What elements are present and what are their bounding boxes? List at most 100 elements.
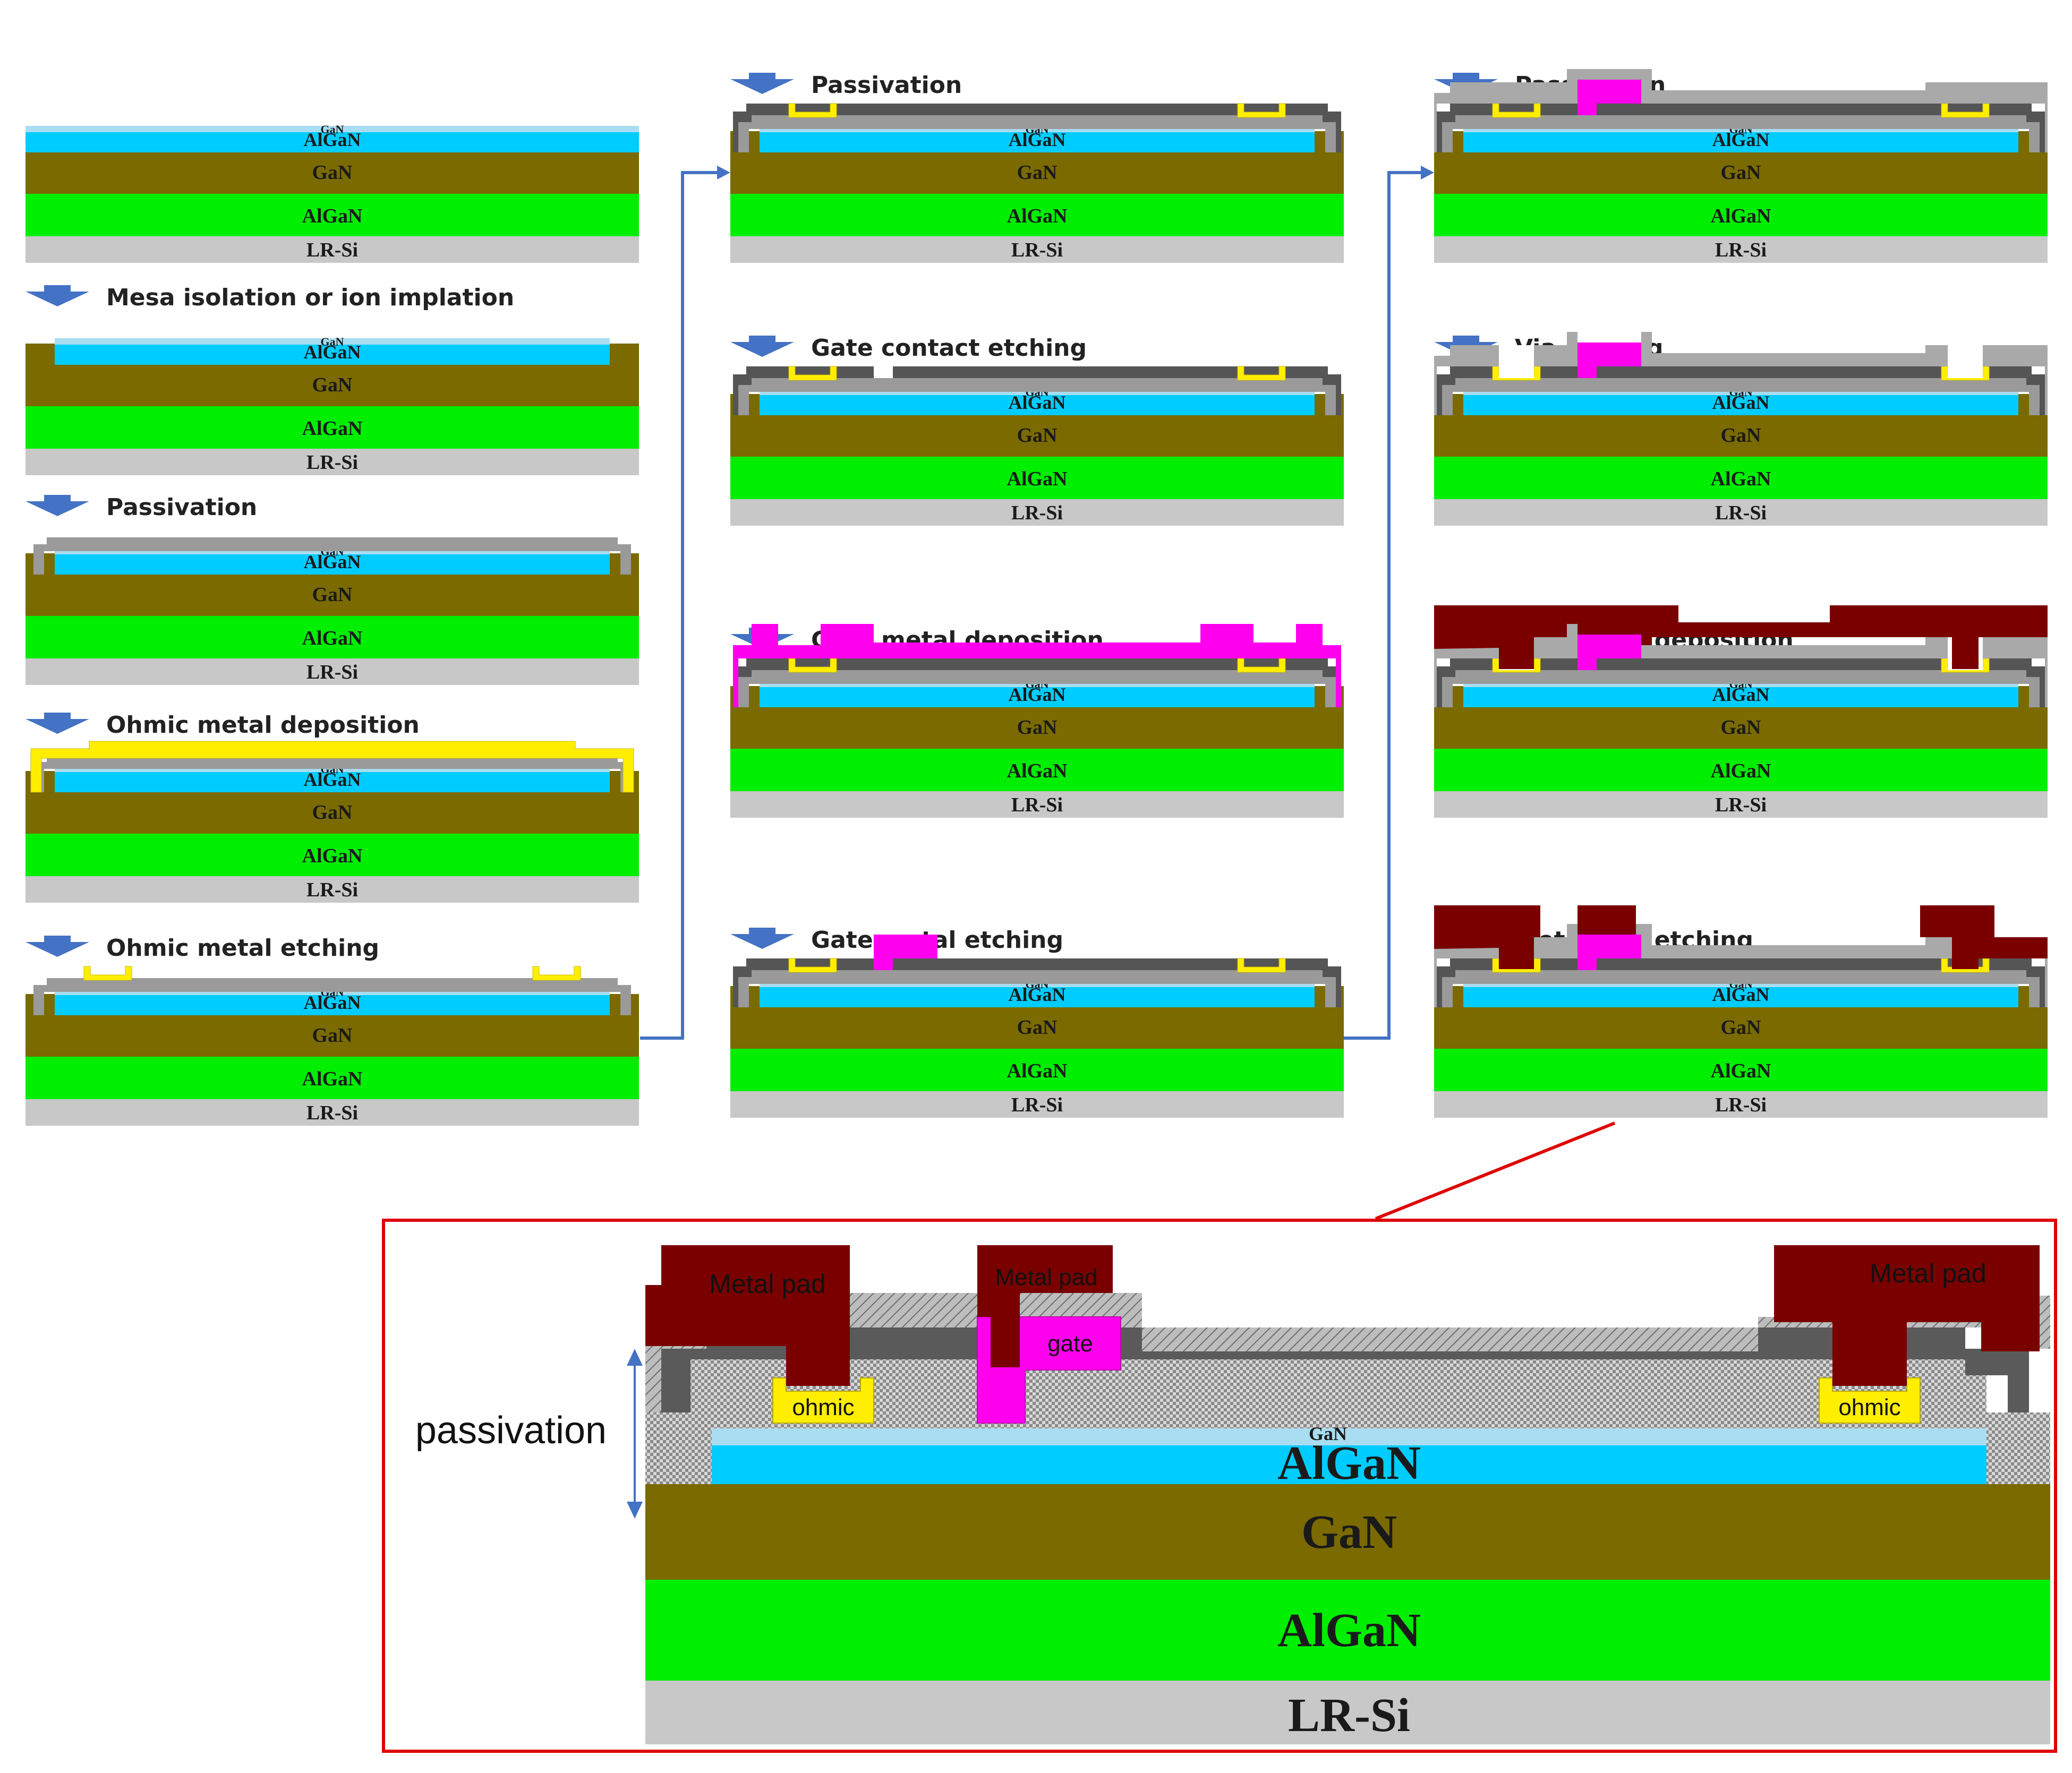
flow-connectors xyxy=(640,166,1616,1220)
gate-metal-blanket xyxy=(733,624,1341,707)
barrier-layer xyxy=(55,553,610,575)
detail-barrier xyxy=(712,1444,1986,1484)
ohmic-contact-right xyxy=(1237,103,1286,118)
connector-line-2 xyxy=(1344,171,1423,1040)
channel-layer xyxy=(1434,707,2048,749)
metal-pad-blanket xyxy=(1434,605,2048,669)
cap-label: GaN xyxy=(321,123,344,136)
via-opening-left xyxy=(1499,345,1534,378)
barrier-layer xyxy=(1463,986,2018,1007)
step-label: Passivation xyxy=(811,72,962,99)
substrate-layer xyxy=(730,791,1344,818)
channel-label: GaN xyxy=(1017,716,1058,739)
down-arrow-icon-stem xyxy=(749,73,775,80)
down-arrow-icon xyxy=(25,942,89,957)
barrier-layer xyxy=(1463,131,2018,152)
barrier-label: AlGaN xyxy=(1712,129,1770,150)
buffer-layer xyxy=(1434,457,2048,499)
down-arrow-icon xyxy=(730,79,794,94)
detail-pad-left-label: Metal pad xyxy=(709,1269,826,1299)
barrier-label: AlGaN xyxy=(304,992,361,1013)
ohmic-contact-right xyxy=(1237,366,1286,381)
down-arrow-icon-stem xyxy=(749,928,775,935)
detail-buffer-label: AlGaN xyxy=(1277,1604,1421,1657)
metal-pad-left xyxy=(1434,905,1540,969)
step-label: Gate contact etching xyxy=(811,335,1087,362)
down-arrow-icon xyxy=(25,501,89,516)
down-arrow-icon-stem xyxy=(1453,336,1479,343)
substrate-layer xyxy=(25,876,639,903)
channel-label: GaN xyxy=(312,1024,353,1047)
substrate-layer xyxy=(730,499,1344,526)
channel-layer xyxy=(25,792,639,834)
detail-substrate xyxy=(645,1681,2050,1744)
channel-label: GaN xyxy=(1721,424,1761,447)
detail-pad-middle-label: Metal pad xyxy=(995,1264,1097,1290)
passivation-1 xyxy=(1442,115,2040,152)
barrier-layer xyxy=(760,394,1315,415)
substrate-label: LR-Si xyxy=(1011,1094,1063,1116)
substrate-layer xyxy=(25,658,639,685)
channel-label: GaN xyxy=(312,374,353,396)
buffer-label: AlGaN xyxy=(1007,205,1068,227)
step-label: Passivation xyxy=(106,494,257,521)
gate-metal xyxy=(1578,342,1641,378)
channel-layer xyxy=(730,1007,1344,1049)
buffer-label: AlGaN xyxy=(302,205,363,227)
ohmic-contact-left xyxy=(788,366,837,381)
ohmic-contact-right xyxy=(1237,958,1286,973)
barrier-layer xyxy=(1463,686,2018,707)
barrier-layer xyxy=(55,344,610,365)
via-opening-gate xyxy=(1578,332,1641,342)
buffer-layer xyxy=(25,1057,639,1099)
channel-layer xyxy=(1434,415,2048,457)
down-arrow-icon-stem xyxy=(44,285,71,293)
detail-cap-label: GaN xyxy=(1309,1423,1347,1444)
gate-opening xyxy=(874,366,893,378)
barrier-label: AlGaN xyxy=(304,551,361,572)
barrier-label: AlGaN xyxy=(1009,392,1066,413)
barrier-label: AlGaN xyxy=(1712,392,1770,413)
channel-label: GaN xyxy=(1721,1016,1761,1039)
channel-label: GaN xyxy=(312,584,353,606)
buffer-layer xyxy=(1434,1049,2048,1091)
buffer-layer xyxy=(1434,749,2048,791)
buffer-layer xyxy=(25,406,639,449)
passivation-dimension-arrow-top xyxy=(627,1349,643,1366)
channel-layer xyxy=(25,365,639,406)
channel-label: GaN xyxy=(1721,161,1761,184)
barrier-label: AlGaN xyxy=(1009,129,1066,150)
substrate-layer xyxy=(1434,1091,2048,1118)
down-arrow-icon xyxy=(730,342,794,357)
substrate-layer xyxy=(1434,499,2048,526)
down-arrow-icon-stem xyxy=(44,936,71,943)
substrate-label: LR-Si xyxy=(1011,794,1063,816)
step-label: Ohmic metal etching xyxy=(106,935,379,962)
cap-layer xyxy=(55,338,610,345)
down-arrow-icon xyxy=(25,719,89,734)
step-label: Mesa isolation or ion implation xyxy=(106,284,514,311)
connector-arrowhead-1 xyxy=(717,166,730,179)
buffer-label: AlGaN xyxy=(1007,1060,1068,1082)
ohmic-contact-left xyxy=(788,958,837,973)
substrate-layer xyxy=(730,1091,1344,1118)
barrier-label: AlGaN xyxy=(304,129,361,150)
detail-channel xyxy=(645,1484,2050,1580)
channel-layer xyxy=(25,152,639,194)
substrate-layer xyxy=(25,449,639,475)
substrate-label: LR-Si xyxy=(306,1102,358,1124)
passivation-1 xyxy=(33,755,631,792)
down-arrow-icon-stem xyxy=(1453,73,1479,80)
substrate-label: LR-Si xyxy=(1011,239,1063,261)
detail-cap xyxy=(712,1428,1986,1445)
buffer-layer xyxy=(25,194,639,236)
buffer-label: AlGaN xyxy=(1711,760,1771,782)
buffer-label: AlGaN xyxy=(1711,205,1771,227)
channel-layer xyxy=(730,152,1344,194)
detail-pad-right-label: Metal pad xyxy=(1870,1258,1986,1288)
